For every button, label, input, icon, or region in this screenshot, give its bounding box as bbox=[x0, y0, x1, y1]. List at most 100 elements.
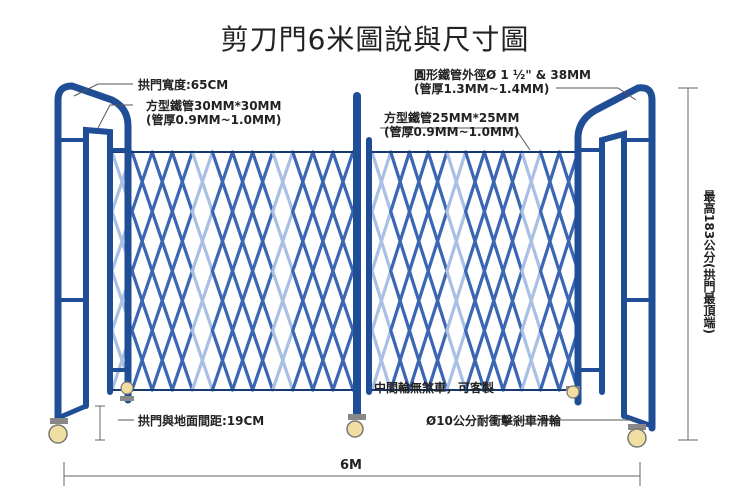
lattice-bar bbox=[311, 209, 335, 273]
lattice-bar bbox=[271, 328, 295, 392]
lattice-bar bbox=[150, 150, 174, 214]
lattice-bar bbox=[389, 328, 412, 392]
lattice-bar bbox=[311, 269, 335, 333]
center-post bbox=[353, 92, 372, 418]
lattice-bar bbox=[311, 328, 335, 392]
lattice-bar bbox=[130, 209, 154, 273]
lattice-bar bbox=[170, 150, 194, 214]
page-title: 剪刀門6米圖說與尺寸圖 bbox=[220, 23, 530, 56]
caster-wheel-right-back bbox=[566, 385, 580, 399]
lattice-bar bbox=[250, 328, 275, 392]
label-ground-gap: 拱門與地面間距:19CM bbox=[138, 414, 265, 428]
label-square-tube-30: 方型鐵管30MM*30MM bbox=[146, 99, 282, 113]
lattice-bar bbox=[230, 209, 255, 273]
lattice-bar bbox=[190, 328, 215, 392]
label-arch-width: 拱門寬度:65CM bbox=[138, 78, 229, 92]
lattice-bar bbox=[230, 269, 255, 333]
lattice-bar bbox=[482, 269, 505, 333]
label-round-tube-thickness: (管厚1.3MM~1.4MM) bbox=[414, 82, 550, 96]
lattice-bar bbox=[311, 150, 335, 214]
width-dimension-line bbox=[63, 462, 641, 486]
lattice-bar bbox=[464, 150, 486, 214]
lattice-bar bbox=[210, 269, 235, 333]
lattice-bar bbox=[426, 328, 449, 392]
lattice-bar bbox=[538, 328, 561, 392]
lattice-bar bbox=[331, 328, 355, 392]
lattice-bar bbox=[482, 209, 505, 273]
caster-wheel-center bbox=[346, 414, 366, 438]
lattice-bar bbox=[291, 209, 315, 273]
lattice-bar bbox=[501, 150, 524, 214]
lattice-bar bbox=[170, 209, 194, 273]
lattice-bar bbox=[130, 150, 154, 214]
label-square-tube-25: 方型鐵管25MM*25MM bbox=[384, 111, 520, 125]
lattice-bar bbox=[370, 209, 393, 273]
lattice-bar bbox=[210, 150, 235, 214]
lattice-bar bbox=[520, 150, 543, 214]
lattice-bar bbox=[538, 209, 561, 273]
right-arch-frame bbox=[574, 84, 656, 432]
lattice-bar bbox=[445, 209, 468, 273]
label-square-tube-30-thickness: (管厚0.9MM~1.0MM) bbox=[146, 113, 282, 127]
label-square-tube-25-thickness: (管厚0.9MM~1.0MM) bbox=[384, 125, 520, 139]
lattice-bar bbox=[407, 150, 430, 214]
lattice-bar bbox=[407, 328, 430, 392]
lattice-bar bbox=[210, 209, 235, 273]
lattice-bar bbox=[291, 328, 315, 392]
lattice-bar bbox=[445, 269, 468, 333]
lattice-bar bbox=[426, 209, 449, 273]
lattice-bar bbox=[190, 269, 215, 333]
lattice-bar bbox=[331, 209, 355, 273]
label-total-width: 6M bbox=[340, 458, 362, 473]
lattice-bar bbox=[291, 150, 315, 214]
lattice-bar bbox=[271, 269, 295, 333]
caster-wheel-left-back bbox=[120, 381, 134, 401]
lattice-bar bbox=[271, 209, 295, 273]
lattice-bar bbox=[210, 328, 235, 392]
lattice-right bbox=[370, 150, 580, 392]
label-max-height: 最高183公分(拱門最頂端) bbox=[702, 190, 716, 335]
lattice-bar bbox=[426, 269, 449, 333]
height-dimension-line bbox=[678, 87, 698, 441]
lattice-bar bbox=[407, 269, 430, 333]
caster-wheel-left-front bbox=[48, 418, 68, 444]
lattice-bar bbox=[538, 150, 561, 214]
lattice-bar bbox=[520, 328, 543, 392]
lattice-bar bbox=[230, 150, 255, 214]
lattice-bar bbox=[482, 150, 505, 214]
lattice-bar bbox=[520, 209, 543, 273]
lattice-bar bbox=[130, 269, 154, 333]
lattice-bar bbox=[389, 150, 412, 214]
lattice-bar bbox=[250, 150, 275, 214]
lattice-bar bbox=[190, 209, 215, 273]
lattice-bar bbox=[482, 328, 505, 392]
caster-wheel-right-front bbox=[627, 424, 647, 448]
leader-lines bbox=[73, 83, 637, 421]
lattice-bar bbox=[190, 150, 215, 214]
label-round-tube: 圓形鐵管外徑Ø 1 ½" & 38MM bbox=[414, 68, 591, 82]
left-arch-frame bbox=[54, 82, 132, 424]
ground-gap-dimension bbox=[95, 405, 105, 441]
lattice-bar bbox=[501, 328, 524, 392]
label-middle-wheel: 中間輪無煞車，可客製 bbox=[374, 381, 495, 395]
lattice-bar bbox=[464, 209, 486, 273]
lattice-bar bbox=[170, 328, 194, 392]
lattice-bar bbox=[130, 328, 154, 392]
lattice-bar bbox=[426, 150, 449, 214]
lattice-bar bbox=[389, 209, 412, 273]
lattice-bar bbox=[501, 269, 524, 333]
lattice-bar bbox=[370, 328, 393, 392]
lattice-bar bbox=[370, 269, 393, 333]
lattice-left bbox=[110, 150, 355, 392]
lattice-bar bbox=[407, 209, 430, 273]
lattice-bar bbox=[150, 269, 174, 333]
lattice-bar bbox=[250, 269, 275, 333]
lattice-bar bbox=[230, 328, 255, 392]
lattice-bar bbox=[331, 269, 355, 333]
lattice-bar bbox=[370, 150, 393, 214]
lattice-bar bbox=[291, 269, 315, 333]
lattice-bar bbox=[445, 328, 468, 392]
lattice-bar bbox=[250, 209, 275, 273]
lattice-bar bbox=[389, 269, 412, 333]
